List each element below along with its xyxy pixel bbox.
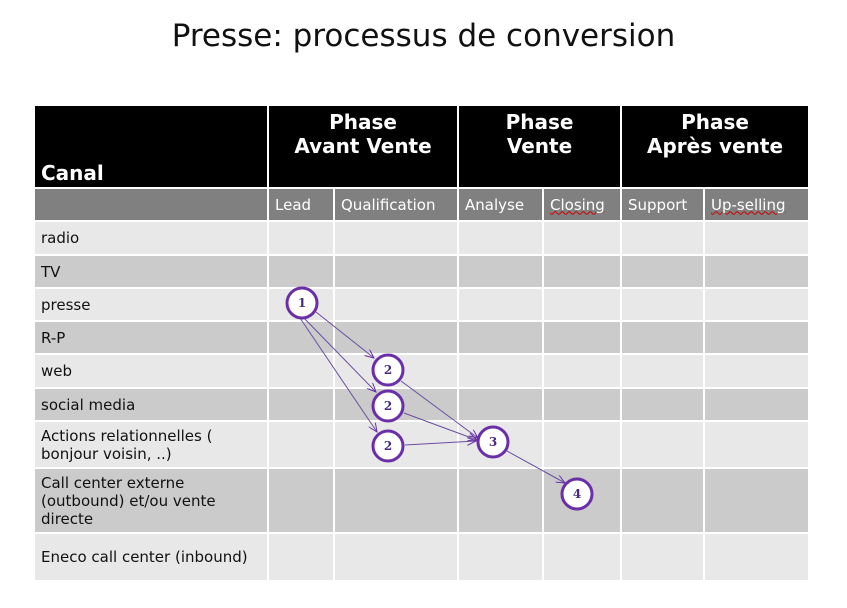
step-number: 1 — [298, 296, 306, 310]
subheader-up-selling: Up-selling — [703, 187, 810, 222]
row-label: web — [33, 353, 269, 389]
row-label: R-P — [33, 320, 269, 355]
subheader-closing: Closing — [542, 187, 622, 222]
row-label: Call center externe (outbound) et/ou ven… — [33, 467, 269, 534]
header-canal: Canal — [33, 104, 269, 189]
table-row: TV — [33, 254, 810, 289]
step-circle-2 — [371, 353, 405, 387]
step-circle-1 — [285, 286, 319, 320]
row-label: presse — [33, 287, 269, 322]
step-circle-4 — [560, 477, 594, 511]
arrow-1-to-2c — [299, 317, 377, 432]
subheader-qualification: Qualification — [333, 187, 459, 222]
step-circle-3 — [476, 425, 510, 459]
step-circle-2 — [371, 389, 405, 423]
table-row: web — [33, 353, 810, 389]
arrow-2a-to-3 — [400, 380, 478, 438]
table-row: Eneco call center (inbound) — [33, 532, 810, 582]
table-row: radio — [33, 220, 810, 256]
subheader-lead: Lead — [267, 187, 335, 222]
slide-title: Presse: processus de conversion — [171, 18, 676, 54]
arrow-2b-to-3 — [403, 412, 477, 440]
subheader-support: Support — [620, 187, 705, 222]
table-row: presse — [33, 287, 810, 322]
step-number: 3 — [489, 435, 497, 449]
arrow-1-to-2b — [301, 315, 376, 392]
subheader-empty — [33, 187, 269, 222]
table-row: social media — [33, 387, 810, 422]
row-label: Actions relationnelles ( bonjour voisin,… — [33, 420, 269, 469]
row-label: social media — [33, 387, 269, 422]
step-number: 2 — [384, 439, 392, 453]
row-label: radio — [33, 220, 269, 256]
step-circle-2 — [371, 429, 405, 463]
step-number: 2 — [384, 399, 392, 413]
step-number: 4 — [573, 487, 581, 501]
step-number: 2 — [384, 363, 392, 377]
arrow-2c-to-3 — [404, 441, 476, 445]
arrow-1-to-2a — [315, 311, 374, 358]
row-label: Eneco call center (inbound) — [33, 532, 269, 582]
arrow-3-to-4 — [506, 450, 565, 483]
subheader-analyse: Analyse — [457, 187, 544, 222]
row-label: TV — [33, 254, 269, 289]
table-row: R-P — [33, 320, 810, 355]
